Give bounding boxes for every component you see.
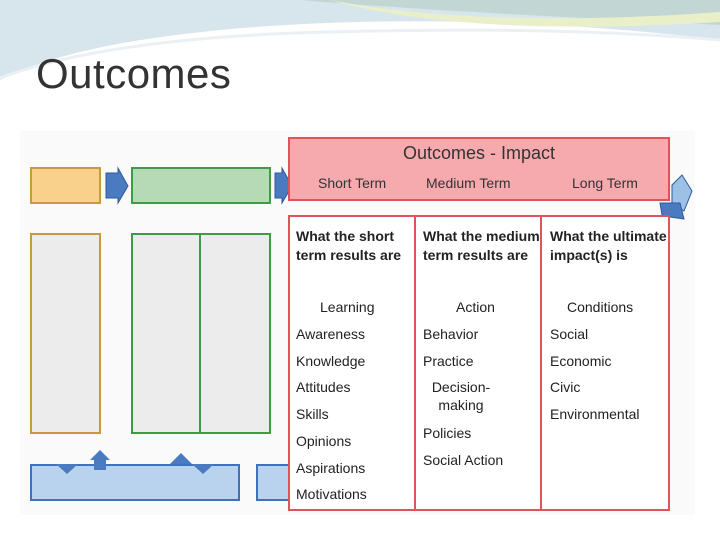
- list-item: Decision-making: [431, 379, 491, 413]
- list-item: Social Action: [423, 452, 504, 468]
- updown-arrow-icon: [170, 453, 192, 464]
- column-category: Action: [456, 299, 495, 315]
- list-item: Knowledge: [296, 353, 366, 369]
- column-heading: What the ultimate impact(s) is: [550, 228, 667, 263]
- outputs-divider: [199, 233, 201, 434]
- list-item: Aspirations: [296, 460, 366, 476]
- updown-arrow-icon: [90, 450, 110, 470]
- column-heading: What the medium term results are: [423, 228, 540, 263]
- outcomes-column-divider: [540, 215, 542, 511]
- updown-arrow-icon: [56, 464, 78, 474]
- outcomes-column-divider: [414, 215, 416, 511]
- list-item: Attitudes: [296, 379, 351, 395]
- outcomes-body-box: [288, 215, 670, 511]
- list-item: Policies: [423, 425, 472, 441]
- list-item: Behavior: [423, 326, 479, 342]
- logic-model-diagram: Outcomes - Impact Short Term Medium Term…: [20, 131, 695, 515]
- updown-arrow-icon: [192, 464, 214, 474]
- list-item: Motivations: [296, 486, 367, 502]
- column-category: Conditions: [567, 299, 634, 315]
- connector-arrows: [56, 166, 693, 474]
- list-item: Practice: [423, 353, 474, 369]
- arrow-right-icon: [105, 166, 129, 205]
- list-item: Awareness: [296, 326, 366, 342]
- list-item: Opinions: [296, 433, 352, 449]
- inputs-header-box: [30, 167, 101, 204]
- outputs-body-box: [131, 233, 271, 434]
- timeframe-long-term: Long Term: [572, 175, 638, 191]
- list-item: Social: [550, 326, 589, 342]
- inputs-body-box: [30, 233, 101, 434]
- outcomes-header-box: [288, 137, 670, 201]
- outputs-header-box: [131, 167, 271, 204]
- arrow-right-icon: [671, 174, 693, 212]
- list-item: Civic: [550, 379, 581, 395]
- outcomes-header-title: Outcomes - Impact: [402, 143, 556, 163]
- list-item: Environmental: [550, 406, 640, 422]
- list-item: Skills: [296, 406, 329, 422]
- timeframe-short-term: Short Term: [318, 175, 387, 191]
- column-heading: What the short term results are: [296, 228, 402, 263]
- slide-title: Outcomes: [36, 50, 232, 97]
- list-item: Economic: [550, 353, 612, 369]
- decorative-swoosh: [0, 0, 720, 80]
- timeframe-medium-term: Medium Term: [426, 175, 511, 191]
- column-category: Learning: [320, 299, 375, 315]
- arrow-right-icon: [274, 166, 293, 205]
